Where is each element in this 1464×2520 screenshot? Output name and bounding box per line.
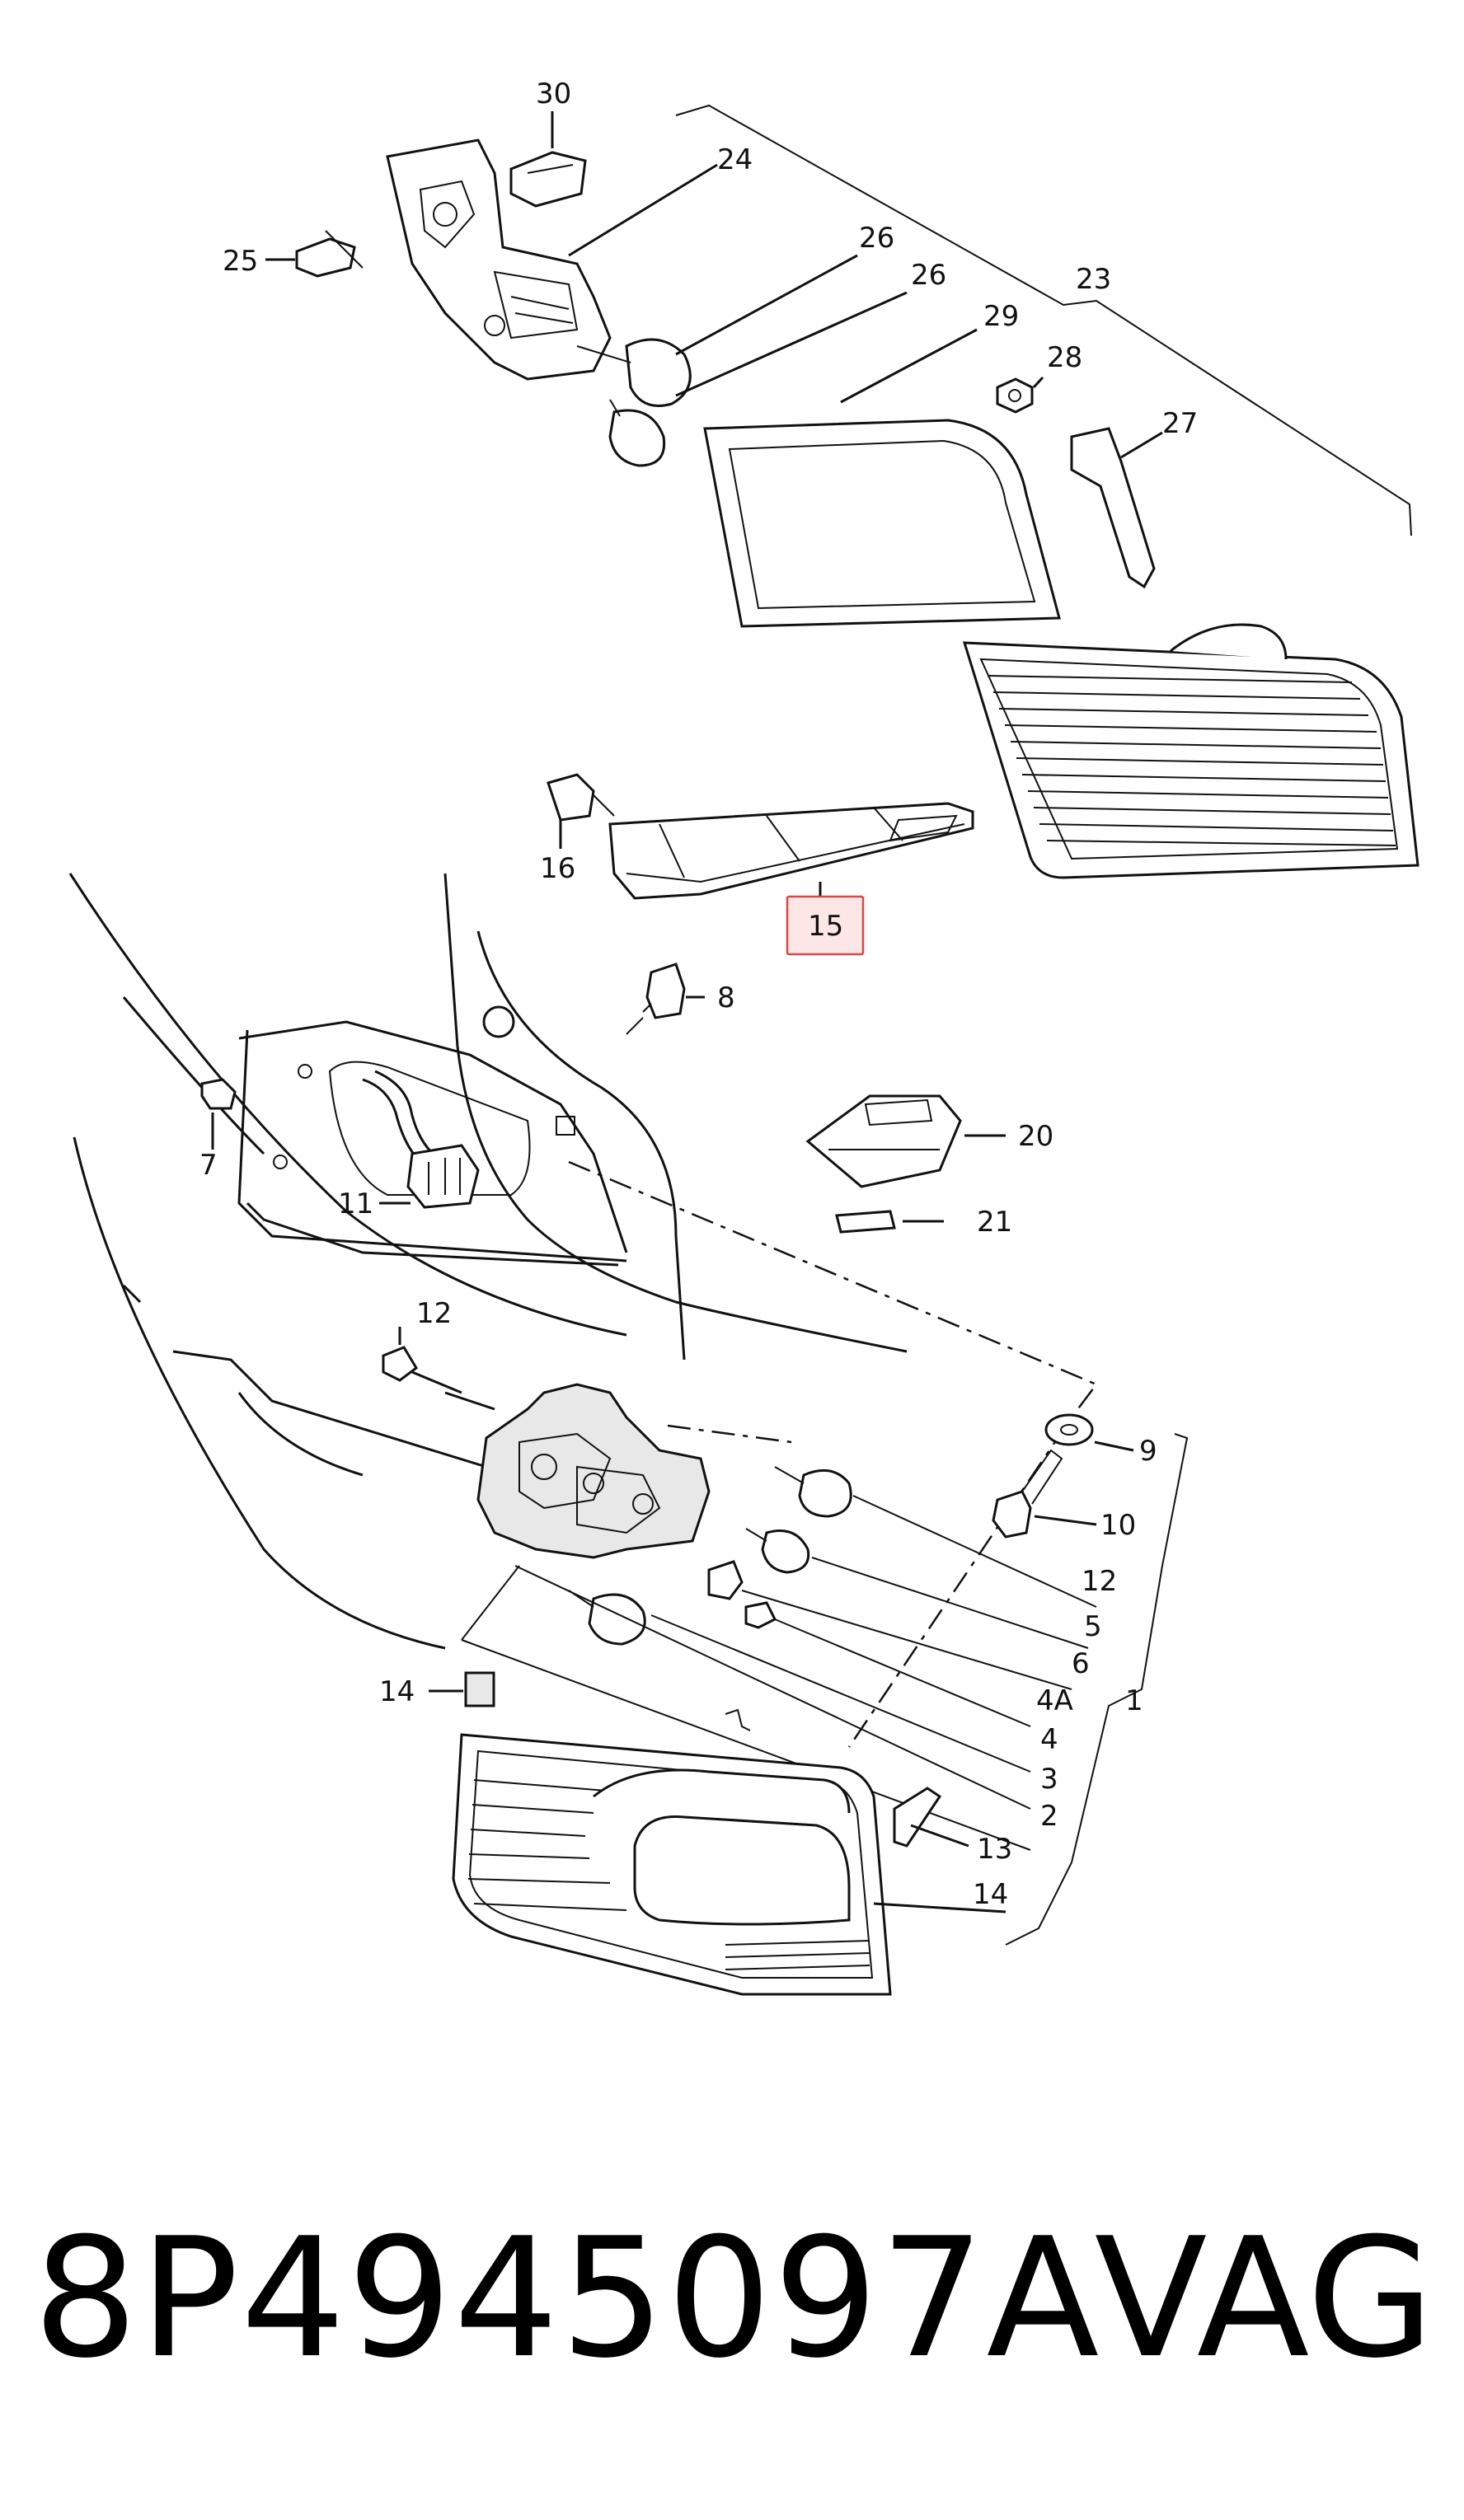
callout-labels: 30 24 25 26 26 23 29 28 27 16 15 8 7 11 … xyxy=(199,77,1198,1911)
label-8: 8 xyxy=(717,981,735,1014)
label-24: 24 xyxy=(717,143,753,176)
label-5: 5 xyxy=(1084,1610,1102,1643)
label-12-screw: 12 xyxy=(416,1297,452,1330)
guide-line-main xyxy=(568,1160,1098,1748)
leader-26a xyxy=(675,254,858,356)
socket-4A xyxy=(707,1560,744,1600)
seal-14 xyxy=(429,1671,495,1707)
bracket-23 xyxy=(675,104,1412,536)
label-2: 2 xyxy=(1040,1800,1058,1833)
seal-frame-29 xyxy=(703,328,1061,628)
label-13: 13 xyxy=(977,1833,1012,1866)
label-23: 23 xyxy=(1076,263,1111,296)
grommet-7 xyxy=(200,1078,237,1150)
label-4A: 4A xyxy=(1036,1684,1073,1717)
label-14-seal: 14 xyxy=(379,1675,415,1708)
outer-tail-lamp xyxy=(452,1708,1006,1996)
label-12-group: 12 xyxy=(1082,1565,1117,1598)
label-7: 7 xyxy=(199,1149,218,1182)
bulb-carrier xyxy=(444,1383,711,1641)
label-27: 27 xyxy=(1162,407,1198,440)
leader-24 xyxy=(568,163,718,257)
bulb-8 xyxy=(626,963,705,1035)
bulb-6 xyxy=(745,1528,810,1574)
label-16: 16 xyxy=(540,852,575,885)
label-20: 20 xyxy=(1018,1120,1053,1153)
label-30: 30 xyxy=(536,77,571,110)
bracket-27 xyxy=(1070,427,1163,589)
bracket-13 xyxy=(893,1787,969,1848)
label-28: 28 xyxy=(1047,341,1082,374)
bulb-26-upper xyxy=(576,338,692,407)
part-number-text: 8P4945097A xyxy=(33,2203,1101,2395)
label-14-lamp: 14 xyxy=(973,1878,1008,1911)
brand-text: VAG xyxy=(1094,2203,1434,2395)
plate-light-20 xyxy=(805,1094,1006,1188)
connector-30 xyxy=(509,111,587,208)
washer-9 xyxy=(1044,1413,1134,1452)
bulb-4 xyxy=(744,1601,777,1629)
nut-28 xyxy=(996,376,1044,414)
bulb-21 xyxy=(835,1210,944,1234)
brake-light-15 xyxy=(608,802,974,902)
label-6: 6 xyxy=(1072,1647,1090,1680)
bulb-3 xyxy=(568,1590,646,1646)
label-1: 1 xyxy=(1125,1684,1143,1717)
bulb-26-lower xyxy=(608,399,666,467)
label-11: 11 xyxy=(338,1187,373,1220)
highlight-box-15 xyxy=(786,895,865,956)
screw-12 xyxy=(382,1327,462,1394)
label-29: 29 xyxy=(983,300,1019,333)
label-10: 10 xyxy=(1100,1509,1136,1542)
label-26-lower: 26 xyxy=(911,259,946,292)
label-21: 21 xyxy=(977,1206,1012,1239)
inner-tail-lamp xyxy=(962,623,1419,879)
car-body xyxy=(68,873,908,1650)
bolt-10 xyxy=(992,1449,1097,1539)
label-3: 3 xyxy=(1040,1763,1058,1796)
label-26-upper: 26 xyxy=(859,222,894,255)
bulb-5 xyxy=(774,1466,852,1518)
leader-lines xyxy=(461,1495,1097,1851)
bulb-holder-24 xyxy=(386,138,612,381)
leader-26b xyxy=(675,291,908,397)
clip-25 xyxy=(265,230,364,278)
wiring-connector-11 xyxy=(362,1070,480,1209)
exploded-parts-diagram: 30 24 25 26 26 23 29 28 27 16 15 8 7 11 … xyxy=(68,77,1419,1996)
label-15: 15 xyxy=(808,910,843,943)
bracket-1 xyxy=(1005,1433,1189,1946)
connector-16 xyxy=(547,773,615,849)
label-4: 4 xyxy=(1040,1723,1058,1756)
label-9: 9 xyxy=(1139,1435,1157,1468)
label-25: 25 xyxy=(223,245,258,278)
guide-line-bulbs xyxy=(667,1424,792,1444)
